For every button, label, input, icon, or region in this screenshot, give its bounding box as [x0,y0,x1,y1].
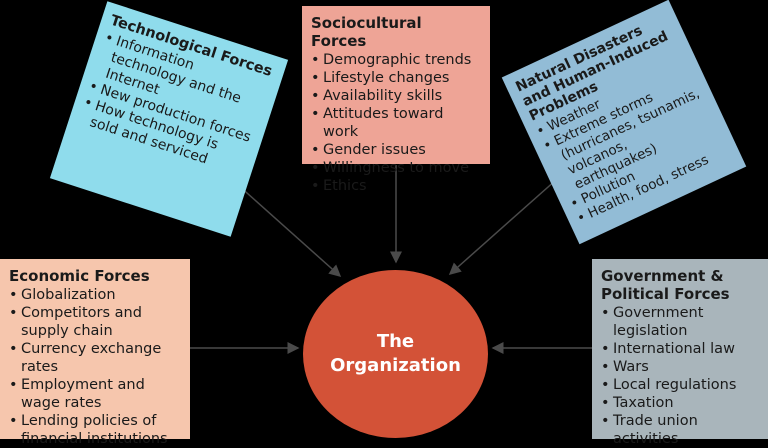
government-forces-list: Government legislation International law… [601,304,759,448]
list-item: Ethics [311,177,481,195]
sociocultural-forces-box: Sociocultural Forces Demographic trends … [302,6,490,195]
list-item: International law [601,340,759,358]
list-item: Lifestyle changes [311,69,481,87]
list-item: Attitudes toward work [311,105,481,141]
organization-circle: The Organization [303,270,488,438]
list-item: Lending policies of financial institutio… [9,412,181,448]
list-item: Wars [601,358,759,376]
economic-forces-box: Economic Forces Globalization Competitor… [0,259,190,447]
arrow-technological [237,184,342,277]
list-item: Local regulations [601,376,759,394]
list-item: Competitors and supply chain [9,304,181,340]
list-item: Taxation [601,394,759,412]
list-item: Government legislation [601,304,759,340]
organization-label-line2: Organization [330,355,461,376]
government-forces-box: Government & Political Forces Government… [592,259,768,447]
arrow-natural [448,171,566,275]
economic-forces-list: Globalization Competitors and supply cha… [9,286,181,448]
list-item: Gender issues [311,141,481,159]
list-item: Demographic trends [311,51,481,69]
list-item: Trade union activities [601,412,759,448]
list-item: Willingness to move [311,159,481,177]
technological-forces-list: Information technology and the Internet … [76,30,271,180]
sociocultural-forces-list: Demographic trends Lifestyle changes Ava… [311,51,481,195]
sociocultural-forces-title: Sociocultural Forces [311,14,422,50]
economic-forces-title: Economic Forces [9,267,150,285]
list-item: Globalization [9,286,181,304]
list-item: Currency exchange rates [9,340,181,376]
government-forces-title: Government & Political Forces [601,267,730,303]
list-item: Employment and wage rates [9,376,181,412]
organization-label-line1: The [376,331,415,352]
list-item: Availability skills [311,87,481,105]
